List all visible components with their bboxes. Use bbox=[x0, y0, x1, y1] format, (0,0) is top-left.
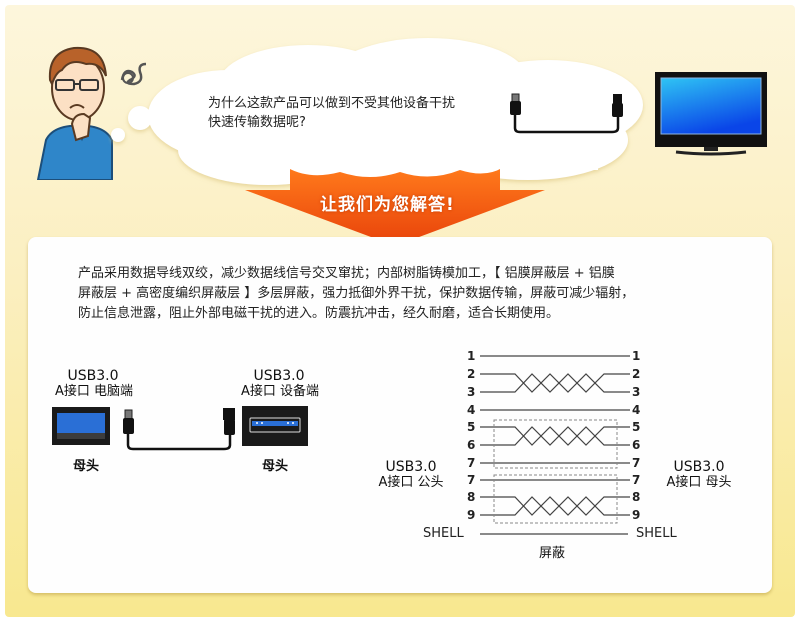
thought-cloud bbox=[111, 38, 643, 188]
shell-label-right: SHELL bbox=[636, 526, 677, 541]
monitor-icon bbox=[655, 72, 767, 156]
description-line-2: 屏蔽层 + 高密度编织屏蔽层 】多层屏蔽，强力抵御外界干扰，保护数据传输，屏蔽可… bbox=[78, 286, 635, 301]
product-description: 产品采用数据导线双绞，减少数据线信号交叉窜扰；内部树脂铸模加工，【 铝膜屏蔽层 … bbox=[78, 264, 728, 324]
pin-label-right: 1 bbox=[632, 349, 641, 363]
female-connector-subtitle: A接口 母头 bbox=[666, 475, 732, 490]
pin-label-left: 7 bbox=[467, 456, 476, 470]
question-line-1: 为什么这款产品可以做到不受其他设备干扰 bbox=[208, 96, 456, 111]
content-panel bbox=[28, 237, 772, 593]
confusion-scribble-icon bbox=[120, 62, 147, 86]
pc-port-type: 母头 bbox=[72, 459, 99, 474]
male-connector-title: USB3.0 bbox=[385, 459, 437, 475]
pin-label-right: 9 bbox=[632, 508, 641, 522]
answer-banner-text: 让我们为您解答! bbox=[320, 195, 455, 215]
question-line-2: 快速传输数据呢? bbox=[208, 115, 306, 130]
usb-female-port-pc-icon bbox=[52, 407, 110, 445]
pin-label-left: 3 bbox=[467, 385, 476, 399]
usb-cable-icon-2 bbox=[123, 408, 235, 451]
female-connector-title: USB3.0 bbox=[673, 459, 725, 475]
pin-wiring-diagram bbox=[480, 355, 630, 535]
pin-label-right: 7 bbox=[632, 473, 641, 487]
confused-man-illustration bbox=[36, 46, 113, 180]
usb-cable-icon bbox=[510, 93, 623, 134]
usb-female-port-device-icon bbox=[242, 406, 308, 446]
shell-label-left: SHELL bbox=[423, 526, 464, 541]
pin-label-right: 2 bbox=[632, 367, 641, 381]
pin-label-right: 5 bbox=[632, 420, 641, 434]
pin-label-right: 7 bbox=[632, 456, 641, 470]
device-port-subtitle: A接口 设备端 bbox=[240, 384, 320, 399]
device-port-type: 母头 bbox=[261, 459, 288, 474]
question-text: 为什么这款产品可以做到不受其他设备干扰 快速传输数据呢? bbox=[208, 94, 455, 132]
pin-label-left: 7 bbox=[467, 473, 476, 487]
description-line-3: 防止信息泄露，阻止外部电磁干扰的进入。防震抗冲击，经久耐磨，适合长期使用。 bbox=[78, 306, 560, 321]
pin-label-left: 1 bbox=[467, 349, 476, 363]
answer-arrow-banner bbox=[245, 168, 545, 246]
pin-label-left: 6 bbox=[467, 438, 476, 452]
pin-label-left: 4 bbox=[467, 403, 476, 417]
pin-label-right: 4 bbox=[632, 403, 641, 417]
pin-label-left: 5 bbox=[467, 420, 476, 434]
description-line-1: 产品采用数据导线双绞，减少数据线信号交叉窜扰；内部树脂铸模加工，【 铝膜屏蔽层 … bbox=[78, 266, 615, 281]
device-port-title: USB3.0 bbox=[253, 368, 305, 384]
pin-label-left: 2 bbox=[467, 367, 476, 381]
pin-label-left: 8 bbox=[467, 490, 476, 504]
pin-label-right: 6 bbox=[632, 438, 641, 452]
shield-boxes bbox=[493, 419, 618, 524]
pin-label-right: 3 bbox=[632, 385, 641, 399]
pc-port-subtitle: A接口 电脑端 bbox=[54, 384, 134, 399]
pin-label-left: 9 bbox=[467, 508, 476, 522]
pin-label-right: 8 bbox=[632, 490, 641, 504]
shield-label: 屏蔽 bbox=[538, 546, 565, 561]
male-connector-subtitle: A接口 公头 bbox=[378, 475, 444, 490]
pc-port-title: USB3.0 bbox=[67, 368, 119, 384]
